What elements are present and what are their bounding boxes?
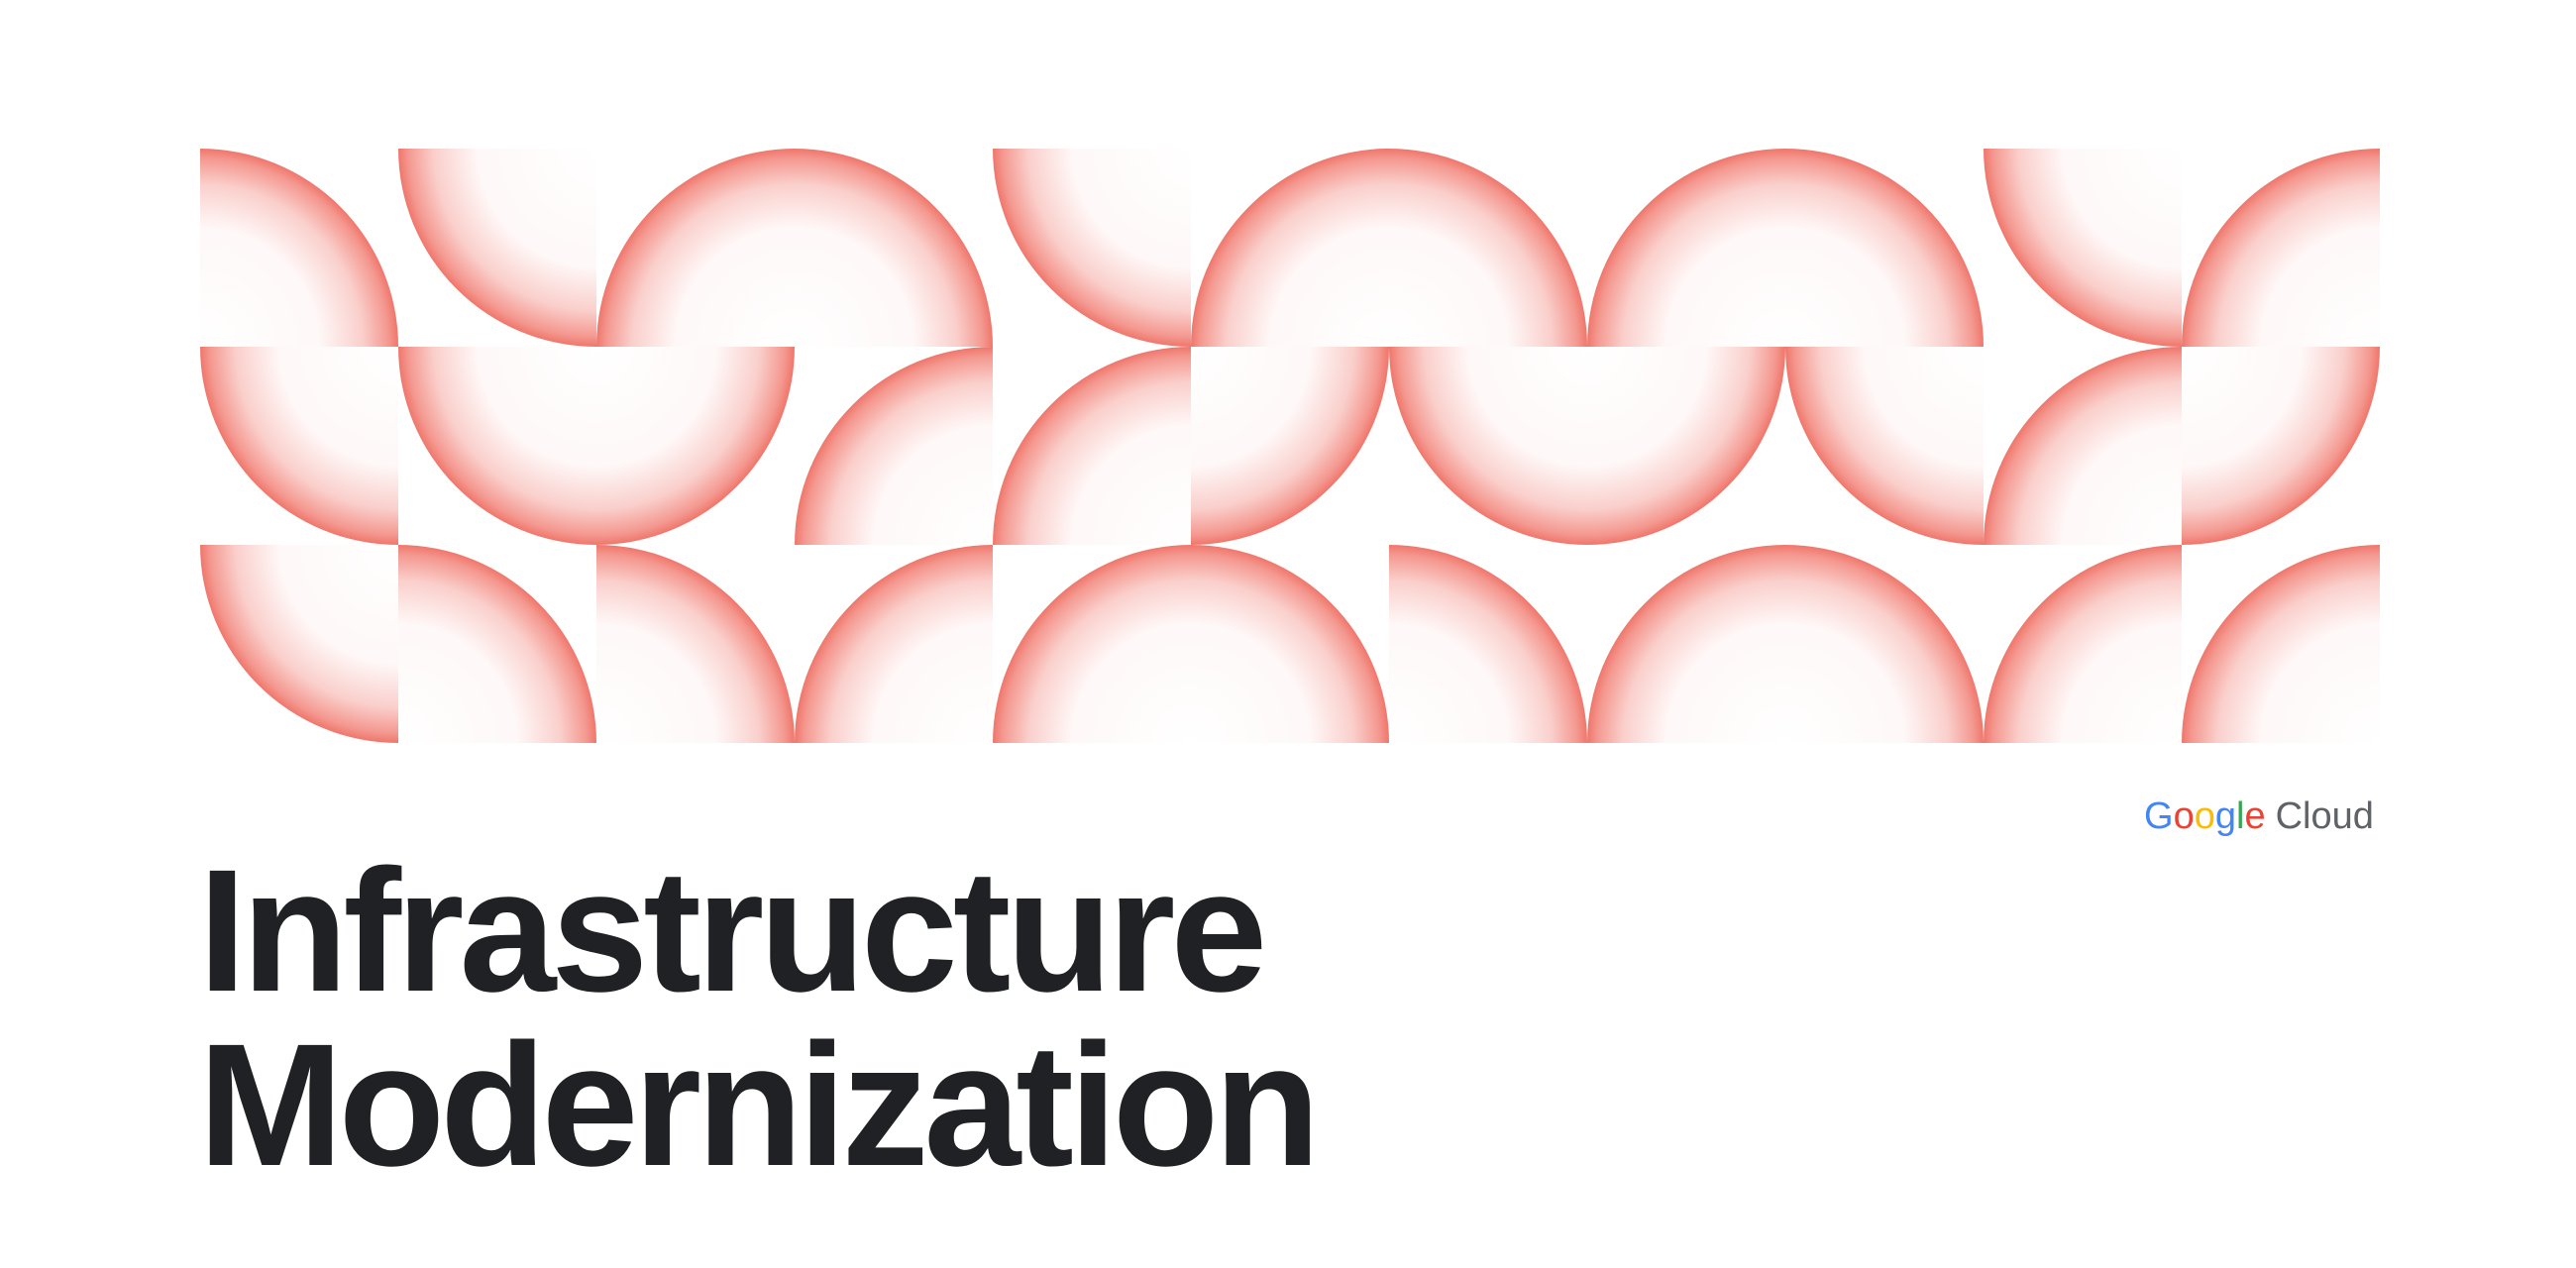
- logo-letter-g: G: [2144, 795, 2174, 837]
- quarter-arc-tile: [1191, 545, 1389, 743]
- quarter-arc-tile: [2182, 545, 2380, 743]
- quarter-arc-tile: [1785, 149, 1984, 347]
- quarter-arc-tile: [1389, 545, 1587, 743]
- quarter-arc-tile: [200, 545, 398, 743]
- quarter-arc-tile: [596, 347, 795, 545]
- quarter-arc-tile: [398, 347, 596, 545]
- quarter-arc-tile: [1389, 347, 1587, 545]
- quarter-arc-tile: [1984, 149, 2182, 347]
- quarter-arc-tile: [596, 149, 795, 347]
- quarter-arc-tile: [1389, 149, 1587, 347]
- quarter-arc-tile: [795, 347, 993, 545]
- logo-letter-o1: o: [2173, 795, 2195, 837]
- quarter-arc-tile: [795, 149, 993, 347]
- quarter-arc-tile: [1785, 347, 1984, 545]
- quarter-arc-tile: [1984, 347, 2182, 545]
- quarter-arc-tile: [1191, 149, 1389, 347]
- quarter-arc-tile: [200, 347, 398, 545]
- quarter-arc-tile: [398, 545, 596, 743]
- quarter-arc-tile: [993, 347, 1191, 545]
- quarter-arc-tile: [1191, 347, 1389, 545]
- logo-letter-o2: o: [2194, 795, 2215, 837]
- logo-cloud-text: Cloud: [2275, 795, 2374, 837]
- quarter-arc-tile: [200, 149, 398, 347]
- title-line-2: Modernization: [198, 1008, 1321, 1203]
- logo-letter-e: e: [2244, 795, 2266, 837]
- page-title: Infrastructure Modernization: [198, 844, 1585, 1193]
- logo-letter-g2: g: [2214, 795, 2236, 837]
- logo-letter-l: l: [2235, 795, 2245, 837]
- quarter-arc-tile: [993, 545, 1191, 743]
- quarter-arc-tile: [1785, 545, 1984, 743]
- quarter-arc-tile: [993, 149, 1191, 347]
- quarter-arc-tile: [2182, 347, 2380, 545]
- quarter-arc-tile: [1587, 149, 1785, 347]
- quarter-arc-tile: [398, 149, 596, 347]
- quarter-arc-tile: [1984, 545, 2182, 743]
- quarter-arc-tile: [2182, 149, 2380, 347]
- quarter-arc-tile: [596, 545, 795, 743]
- quarter-arc-tile: [795, 545, 993, 743]
- quarter-arc-tile: [1587, 347, 1785, 545]
- title-line-1: Infrastructure: [198, 834, 1267, 1028]
- quarter-arc-tile: [1587, 545, 1785, 743]
